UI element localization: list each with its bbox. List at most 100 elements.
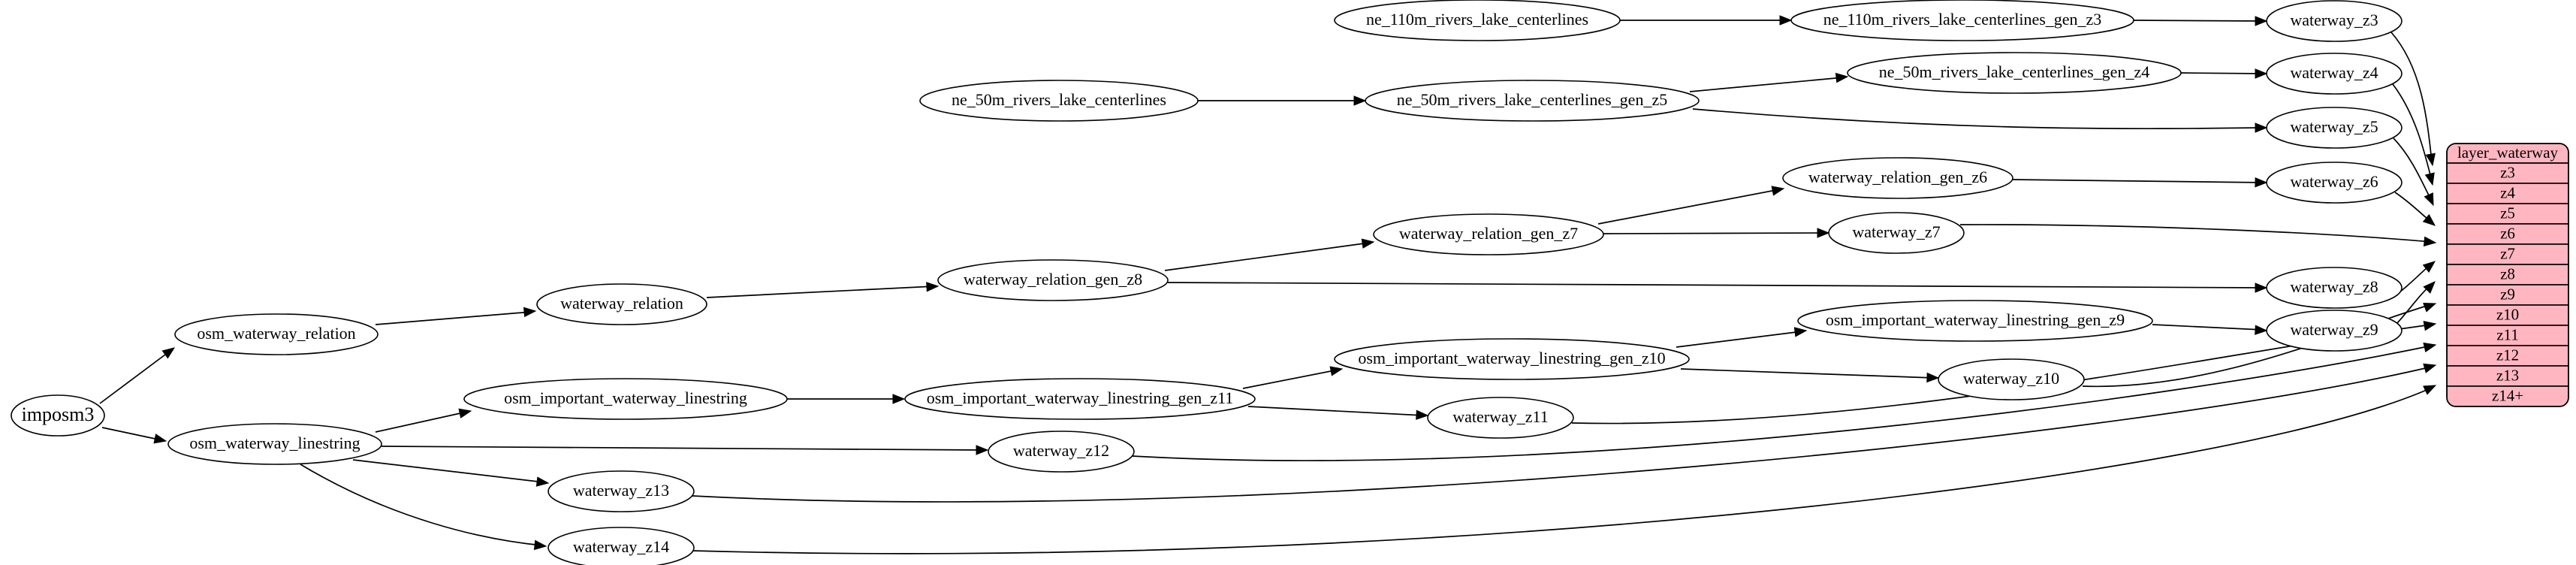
arrowhead-icon: [2255, 122, 2268, 133]
node-waterway_z6[interactable]: waterway_z6: [2266, 162, 2403, 204]
node-waterway_relation[interactable]: waterway_relation: [536, 283, 707, 325]
arrowhead-icon: [1353, 95, 1367, 106]
node-ne_50m_rivers_lake_centerlines[interactable]: ne_50m_rivers_lake_centerlines: [919, 80, 1199, 122]
node-label: ne_50m_rivers_lake_centerlines_gen_z5: [1397, 90, 1667, 109]
edge-gen_z10-to-waterway_z10: [1680, 368, 1940, 383]
node-waterway_relation_gen_z8[interactable]: waterway_relation_gen_z8: [937, 259, 1169, 301]
node-label: osm_important_waterway_linestring_gen_z9: [1826, 310, 2125, 329]
node-osm_waterway_linestring[interactable]: osm_waterway_linestring: [167, 423, 382, 465]
node-waterway_z7[interactable]: waterway_z7: [1828, 212, 1965, 254]
node-ne_110m_rivers_lake_centerlines[interactable]: ne_110m_rivers_lake_centerlines: [1334, 0, 1621, 41]
arrowhead-icon: [2422, 213, 2436, 226]
edge-waterway_z5-to-table-z5: [2393, 137, 2434, 207]
node-label: ne_110m_rivers_lake_centerlines_gen_z3: [1823, 10, 2102, 29]
node-waterway_z11[interactable]: waterway_z11: [1427, 397, 1574, 439]
node-label: waterway_z14: [573, 537, 669, 556]
node-waterway_relation_gen_z6[interactable]: waterway_relation_gen_z6: [1782, 157, 2013, 199]
node-label: waterway_relation_gen_z6: [1808, 168, 1987, 186]
node-ne_50m_rivers_lake_centerlines_gen_z5[interactable]: ne_50m_rivers_lake_centerlines_gen_z5: [1365, 80, 1700, 122]
node-label: imposm3: [22, 403, 95, 425]
node-osm_important_waterway_linestring[interactable]: osm_important_waterway_linestring: [463, 378, 788, 420]
node-label: osm_important_waterway_linestring: [504, 388, 747, 407]
arrowhead-icon: [2425, 153, 2436, 167]
table-cell-label: z5: [2500, 204, 2515, 222]
node-osm_waterway_relation[interactable]: osm_waterway_relation: [174, 313, 379, 355]
node-osm_important_waterway_linestring_gen_z9[interactable]: osm_important_waterway_linestring_gen_z9: [1797, 300, 2153, 342]
node-waterway_z5[interactable]: waterway_z5: [2266, 107, 2403, 149]
node-waterway_z8[interactable]: waterway_z8: [2266, 267, 2403, 309]
node-label: waterway_z7: [1852, 222, 1940, 241]
node-ne_50m_rivers_lake_centerlines_gen_z4[interactable]: ne_50m_rivers_lake_centerlines_gen_z4: [1847, 52, 2182, 94]
table-row-z6[interactable]: z6: [2447, 223, 2568, 245]
arrowhead-icon: [2255, 282, 2268, 293]
node-label: waterway_z11: [1452, 407, 1548, 426]
node-label: osm_important_waterway_linestring_gen_z1…: [927, 388, 1234, 407]
edge-waterway_z7-to-table-z7: [1959, 224, 2437, 247]
edge-waterway_relation_gen_z6-to-waterway_z6: [2012, 177, 2268, 188]
node-waterway_z3[interactable]: waterway_z3: [2266, 0, 2403, 42]
table-row-z11[interactable]: z11: [2447, 325, 2568, 346]
table-cell-label: z10: [2496, 305, 2519, 323]
edge-waterway_z10-to-table-z10: [2082, 302, 2437, 388]
table-row-z5[interactable]: z5: [2447, 203, 2568, 225]
node-waterway_z12[interactable]: waterway_z12: [988, 431, 1135, 473]
arrowhead-icon: [1779, 15, 1793, 26]
node-label: waterway_relation: [560, 294, 683, 313]
table-cell-label: z6: [2500, 224, 2515, 242]
table-row-z9[interactable]: z9: [2447, 284, 2568, 306]
table-cell-label: z9: [2500, 285, 2515, 303]
table-cell-label: z11: [2496, 325, 2519, 343]
node-imposm3[interactable]: imposm3: [11, 394, 105, 437]
edge-waterway_z4-to-table-z4: [2392, 83, 2435, 186]
node-waterway_z9[interactable]: waterway_z9: [2266, 310, 2403, 352]
edge-ne_110m_gen_z3-to-waterway_z3: [2133, 16, 2268, 26]
arrowhead-icon: [2423, 342, 2437, 353]
arrowhead-icon: [2255, 16, 2268, 26]
edge-waterway_z3-to-table-z3: [2390, 32, 2436, 167]
arrowhead-icon: [892, 394, 906, 404]
table-row-z13[interactable]: z13: [2447, 365, 2568, 387]
edge-osm_waterway_relation-to-waterway_relation: [375, 307, 537, 325]
arrowhead-icon: [2424, 192, 2434, 207]
node-waterway_z4[interactable]: waterway_z4: [2266, 53, 2403, 95]
edge-waterway_relation_gen_z8-to-gen_z7: [1164, 238, 1375, 271]
node-waterway_z13[interactable]: waterway_z13: [547, 470, 695, 512]
node-waterway_relation_gen_z7[interactable]: waterway_relation_gen_z7: [1373, 213, 1604, 255]
edge-gen_z11-to-gen_z10: [1242, 366, 1344, 389]
arrowhead-icon: [1926, 372, 1940, 383]
arrowhead-icon: [2423, 321, 2437, 331]
edge-ne_50m_gen_z5-to-waterway_z5: [1692, 108, 2268, 133]
node-waterway_z14[interactable]: waterway_z14: [547, 527, 695, 565]
edge-waterway_z13-to-table-z13: [692, 363, 2437, 503]
arrowhead-icon: [458, 408, 472, 418]
edge-gen_z10-to-gen_z9: [1676, 327, 1808, 348]
table-row-z8[interactable]: z8: [2447, 264, 2568, 286]
table-row-z12[interactable]: z12: [2447, 345, 2568, 367]
table-row-z7[interactable]: z7: [2447, 243, 2568, 265]
node-label: waterway_z10: [1963, 369, 2059, 388]
edge-gen_z9-to-waterway_z9: [2152, 324, 2268, 335]
arrowhead-icon: [976, 445, 989, 455]
node-osm_important_waterway_linestring_gen_z10[interactable]: osm_important_waterway_linestring_gen_z1…: [1334, 338, 1690, 380]
table-title: layer_waterway: [2457, 144, 2559, 162]
node-ne_110m_rivers_lake_centerlines_gen_z3[interactable]: ne_110m_rivers_lake_centerlines_gen_z3: [1790, 0, 2134, 41]
edge-waterway_relation_gen_z7-to-waterway_z7: [1603, 228, 1830, 238]
edge-waterway_z12-to-table-z12: [1132, 342, 2437, 461]
node-label: waterway_relation_gen_z8: [964, 270, 1142, 289]
arrowhead-icon: [1835, 72, 1849, 83]
table-row-z4[interactable]: z4: [2447, 183, 2568, 204]
node-waterway_z10[interactable]: waterway_z10: [1938, 358, 2085, 400]
table-cell-label: z7: [2500, 244, 2515, 262]
table-row-z3[interactable]: z3: [2447, 162, 2568, 184]
table-row-z10[interactable]: z10: [2447, 304, 2568, 326]
node-osm_important_waterway_linestring_gen_z11[interactable]: osm_important_waterway_linestring_gen_z1…: [904, 378, 1256, 420]
table-row-z14+[interactable]: z14+: [2447, 385, 2568, 406]
arrowhead-icon: [1817, 228, 1830, 238]
arrowhead-icon: [1771, 186, 1785, 196]
node-label: waterway_z5: [2290, 117, 2378, 136]
edge-waterway_z9-to-table-z9: [2397, 281, 2436, 324]
arrowhead-icon: [2423, 281, 2436, 294]
table-cell-label: z14+: [2492, 386, 2523, 404]
